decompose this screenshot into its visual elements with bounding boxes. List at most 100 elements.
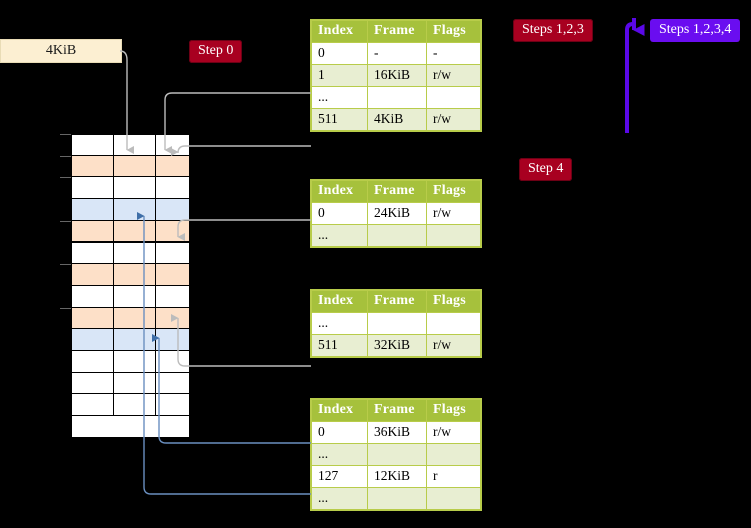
column-header-frame: Frame (367, 180, 427, 203)
size-label-box: 4KiB (0, 39, 122, 63)
column-header-index: Index (311, 180, 368, 203)
memory-frame-row (71, 134, 190, 156)
table-cell: ... (311, 312, 368, 335)
connector-pml4-row1-to-memory (164, 92, 311, 154)
table-cell: 4KiB (367, 108, 427, 131)
table-cell: 0 (311, 421, 368, 444)
table-cell: ... (311, 487, 368, 510)
memory-frame-row (71, 285, 190, 308)
table-cell (426, 312, 481, 335)
connector-pdpt-row0-to-memory (177, 219, 311, 241)
steps1234-badge: Steps 1,2,3,4 (650, 19, 741, 42)
table-row: ... (311, 86, 481, 109)
connector-pd-row511-to-memory (171, 314, 311, 367)
memory-row-tick (60, 134, 71, 135)
size-label-text: 4KiB (45, 43, 77, 58)
connector-pt-row0-to-memory (152, 334, 311, 444)
table-cell (367, 224, 427, 247)
connector-4kib-to-memory (119, 50, 134, 154)
table-cell (367, 487, 427, 510)
memory-row-tick (60, 307, 71, 309)
table-cell (426, 86, 481, 109)
memory-column-divider (113, 134, 114, 416)
table-row: ... (311, 443, 481, 466)
memory-column-divider (155, 134, 156, 416)
column-header-frame: Frame (367, 290, 427, 313)
table-cell (426, 487, 481, 510)
memory-frame-row (71, 242, 190, 265)
column-header-flags: Flags (426, 180, 481, 203)
table-cell: r/w (426, 108, 481, 131)
memory-frame-row (71, 372, 190, 395)
memory-frame-row (71, 329, 190, 351)
table-cell: 32KiB (367, 334, 427, 357)
column-header-index: Index (311, 20, 368, 43)
column-header-flags: Flags (426, 20, 481, 43)
table-cell: r/w (426, 421, 481, 444)
steps1234-badge-text: Steps 1,2,3,4 (659, 22, 732, 37)
table-cell: ... (311, 443, 368, 466)
table-row: ... (311, 224, 481, 247)
table-cell (367, 443, 427, 466)
memory-frame-row (71, 177, 190, 200)
connector-pml4-row511-to-memory (171, 145, 311, 156)
memory-row-tick (60, 264, 71, 266)
column-header-frame: Frame (367, 399, 427, 422)
violet-bracket-arrow (625, 22, 636, 133)
table-cell: - (367, 42, 427, 65)
step4-badge-text: Step 4 (528, 161, 564, 176)
step0-badge: Step 0 (189, 40, 243, 63)
steps123-badge-text: Steps 1,2,3 (522, 22, 584, 37)
memory-frame-row (71, 199, 190, 221)
memory-frame-row (71, 351, 190, 373)
table-cell: 0 (311, 42, 368, 65)
connector-pt-row127-to-memory (137, 212, 311, 495)
memory-row-tick (60, 177, 71, 179)
table-cell: 36KiB (367, 421, 427, 444)
column-header-flags: Flags (426, 290, 481, 313)
table-cell (426, 224, 481, 247)
table-row: ... (311, 487, 481, 510)
memory-frame-row (71, 220, 190, 243)
table-cell (367, 312, 427, 335)
table-cell: 24KiB (367, 202, 427, 225)
table-cell: 16KiB (367, 64, 427, 87)
memory-frame-row (71, 307, 190, 330)
column-header-flags: Flags (426, 399, 481, 422)
memory-row-tick (60, 155, 71, 157)
table-cell: r/w (426, 334, 481, 357)
steps123-badge: Steps 1,2,3 (513, 19, 593, 42)
table-row: 0-- (311, 42, 481, 65)
table-cell: ... (311, 86, 368, 109)
memory-frame-row (71, 264, 190, 286)
table-cell: r/w (426, 202, 481, 225)
step0-badge-text: Step 0 (198, 43, 234, 58)
table-row: ... (311, 312, 481, 335)
table-cell: 511 (311, 334, 368, 357)
memory-row-tick (60, 220, 71, 222)
memory-frame-row (71, 394, 190, 417)
column-header-frame: Frame (367, 20, 427, 43)
memory-frame-row (71, 155, 190, 178)
memory-frame-row (71, 416, 190, 438)
physical-memory-column (71, 134, 190, 438)
table-cell: r (426, 465, 481, 488)
step4-badge: Step 4 (519, 158, 573, 181)
table-cell: 1 (311, 64, 368, 87)
